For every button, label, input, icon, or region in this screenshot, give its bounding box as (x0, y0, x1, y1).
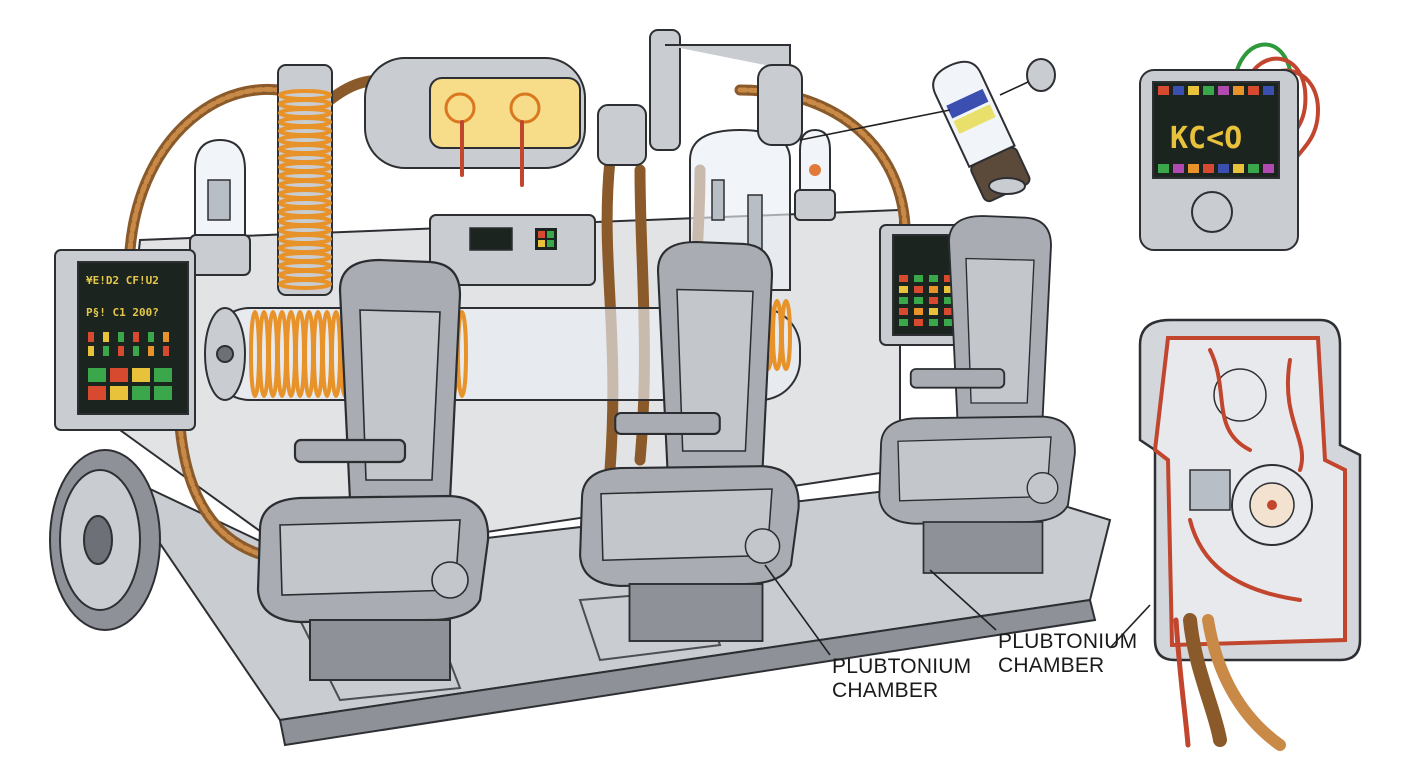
panel-button (154, 368, 172, 382)
seat-back-cushion (965, 257, 1035, 404)
indicator-light (148, 346, 154, 356)
indicator-light (914, 319, 923, 326)
display-tile (1263, 86, 1274, 95)
indicator-light (118, 346, 124, 356)
exploded-cap (1026, 58, 1056, 92)
panel-button (110, 368, 128, 382)
indicator-light (944, 275, 953, 282)
side-wheel (49, 449, 161, 631)
display-tile (1233, 164, 1244, 173)
indicator-light (133, 332, 139, 342)
display-tile (1203, 164, 1214, 173)
indicator-light (148, 332, 154, 342)
display-tile (1158, 164, 1169, 173)
display-tile (1248, 86, 1259, 95)
vacuum-tube-left (189, 138, 251, 276)
indicator-light (944, 308, 953, 315)
panel-button (110, 386, 128, 400)
display-tile (1188, 164, 1199, 173)
indicator-light (899, 275, 908, 282)
exploded-base (988, 177, 1026, 195)
indicator-light (944, 286, 953, 293)
tube-leader-line (799, 109, 951, 141)
callout-right: PLUBTONIUM CHAMBER (929, 569, 1151, 677)
seat (579, 240, 800, 642)
vacuum-tube-right (794, 128, 836, 221)
display-tile (1173, 164, 1184, 173)
seat-recline-knob (744, 528, 781, 564)
indicator-light (929, 286, 938, 293)
indicator-light (88, 332, 94, 342)
seat-base (922, 521, 1044, 574)
display-tile (1233, 86, 1244, 95)
display-tile (1263, 164, 1274, 173)
top-pipes (597, 29, 803, 166)
seat-base (309, 619, 451, 681)
callout-left-line-2: CHAMBER (832, 679, 938, 702)
panel-button (88, 368, 106, 382)
indicator-light (163, 346, 169, 356)
display-tile (1218, 164, 1229, 173)
display-tile (1248, 164, 1259, 173)
indicator-light (929, 308, 938, 315)
panel-button (132, 386, 150, 400)
display-tile (1203, 86, 1214, 95)
seat-base (628, 583, 764, 642)
indicator-light (914, 297, 923, 304)
indicator-light (914, 308, 923, 315)
coil-ring (278, 278, 332, 290)
armrest (909, 368, 1006, 389)
indicator-light (163, 332, 169, 342)
seat-recline-knob (1026, 472, 1059, 504)
inset-display-module: KC<O (1139, 42, 1321, 251)
seat-recline-knob (431, 561, 469, 599)
display-tile (1158, 86, 1169, 95)
indicator-light (899, 308, 908, 315)
indicator-light (944, 319, 953, 326)
seat-back-cushion (676, 288, 754, 452)
seat (256, 258, 490, 681)
indicator-light (103, 332, 109, 342)
seats (256, 215, 1076, 681)
display-tile (1173, 86, 1184, 95)
callout-left: PLUBTONIUM CHAMBER (764, 564, 971, 702)
armrest (614, 411, 721, 435)
indicator-light (914, 286, 923, 293)
indicator-light (929, 297, 938, 304)
indicator-light (929, 275, 938, 282)
left-control-panel: ¥E!D2 CF!U2 P§! C1 200? (54, 249, 196, 431)
callout-right-line-1: PLUBTONIUM (998, 630, 1137, 653)
vertical-coil (277, 64, 333, 296)
indicator-light (118, 332, 124, 342)
display-tile (1188, 86, 1199, 95)
right-control-panel (879, 224, 971, 346)
seat (878, 215, 1076, 574)
indicator-light (944, 297, 953, 304)
display-tile (1218, 86, 1229, 95)
indicator-light (899, 297, 908, 304)
indicator-light (899, 286, 908, 293)
inset-display-glyphs: KC<O (1170, 121, 1242, 156)
indicator-light (914, 275, 923, 282)
coil-ring (780, 299, 792, 371)
callout-left-line-1: PLUBTONIUM (832, 655, 971, 678)
indicator-light (899, 319, 908, 326)
indicator-light (103, 346, 109, 356)
indicator-light (929, 319, 938, 326)
cutaway-control-box (1138, 318, 1362, 751)
panel-button (132, 368, 150, 382)
panel-button (154, 386, 172, 400)
indicator-light (133, 346, 139, 356)
left-panel-line-1: ¥E!D2 CF!U2 (86, 274, 159, 287)
indicator-light (88, 346, 94, 356)
seat-back-cushion (359, 309, 441, 481)
center-control-box (429, 214, 596, 286)
armrest (293, 438, 407, 464)
left-panel-line-2: P§! C1 200? (86, 306, 159, 319)
top-tank (364, 57, 586, 187)
callout-right-line-2: CHAMBER (998, 654, 1104, 677)
panel-button (88, 386, 106, 400)
